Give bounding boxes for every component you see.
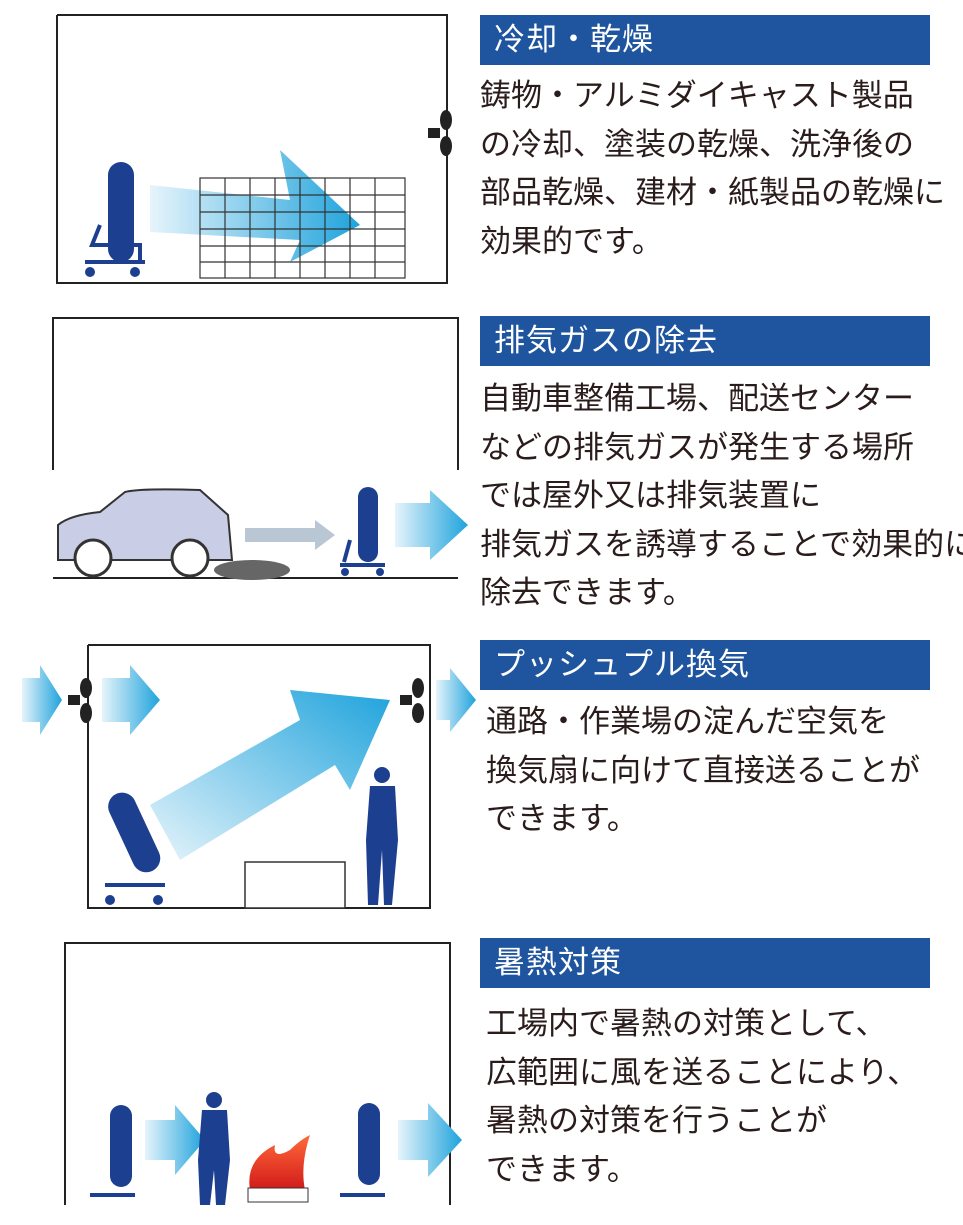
exhaust-removal-illustration — [52, 317, 468, 580]
description-line: できます。 — [486, 1151, 638, 1188]
section-title: プッシュプル換気 — [480, 640, 930, 690]
intake-fan-icon — [68, 678, 92, 723]
fire-icon — [249, 1135, 310, 1190]
section-title: 排気ガスの除去 — [480, 316, 930, 366]
room-outline — [64, 942, 451, 1205]
exhaust-fan-icon — [400, 678, 424, 723]
description-line: 除去できます。 — [480, 575, 694, 611]
section-description: 自動車整備工場、配送センター などの排気ガスが発生する場所 では屋外又は排気装置… — [480, 375, 963, 618]
industrial-fan-icon — [85, 162, 145, 277]
description-line: 鋳物・アルミダイキャスト製品 — [480, 78, 914, 114]
gas-flow-arrow — [245, 520, 335, 550]
drying-rack — [199, 177, 406, 279]
airflow-arrow — [398, 1103, 462, 1177]
furnace — [247, 1187, 309, 1203]
heat-countermeasure-illustration — [64, 942, 462, 1205]
exhaust-fan-icon — [428, 110, 452, 156]
industrial-fan-icon — [340, 1103, 385, 1197]
worker-icon — [198, 1092, 230, 1205]
airflow-arrow — [395, 490, 468, 560]
description-line: 換気扇に向けて直接送ることが — [486, 752, 920, 789]
section-title: 暑熱対策 — [480, 938, 930, 988]
description-line: などの排気ガスが発生する場所 — [480, 429, 914, 466]
cooling-drying-illustration — [56, 14, 452, 284]
inlet-arrow — [22, 665, 62, 735]
exhaust-gas-cloud — [214, 560, 290, 580]
description-line: 部品乾燥、建材・紙製品の乾燥に — [480, 175, 945, 211]
industrial-fan-icon — [90, 1105, 135, 1197]
room-outline — [56, 14, 448, 284]
inlet-arrow — [102, 665, 160, 735]
section-title: 冷却・乾燥 — [480, 15, 930, 65]
description-line: できます。 — [486, 801, 638, 837]
section-description: 通路・作業場の淀んだ空気を 換気扇に向けて直接送ることが できます。 — [486, 698, 956, 844]
industrial-fan-icon — [340, 487, 385, 576]
description-line: 効果的です。 — [480, 223, 663, 260]
workbench — [244, 861, 346, 909]
description-line: では屋外又は排気装置に — [480, 478, 821, 514]
description-line: 広範囲に風を送ることにより、 — [486, 1054, 919, 1091]
description-line: 排気ガスを誘導することで効果的に — [480, 526, 963, 563]
section-description: 鋳物・アルミダイキャスト製品 の冷却、塗装の乾燥、洗浄後の 部品乾燥、建材・紙製… — [480, 72, 950, 266]
building-outline — [52, 317, 459, 470]
airflow-arrow — [145, 1105, 205, 1175]
worker-icon — [366, 767, 398, 905]
section-description: 工場内で暑熱の対策として、 広範囲に風を送ることにより、 暑熱の対策を行うことが… — [486, 1000, 956, 1194]
industrial-fan-icon — [105, 792, 165, 905]
description-line: の冷却、塗装の乾燥、洗浄後の — [480, 126, 914, 163]
airflow-arrow — [150, 690, 390, 860]
description-line: 自動車整備工場、配送センター — [480, 381, 914, 417]
outlet-arrow — [436, 668, 476, 732]
description-line: 通路・作業場の淀んだ空気を — [486, 704, 889, 740]
description-line: 工場内で暑熱の対策として、 — [486, 1006, 887, 1042]
push-pull-illustration — [22, 644, 476, 909]
room-outline — [87, 644, 431, 909]
description-line: 暑熱の対策を行うことが — [486, 1103, 827, 1139]
